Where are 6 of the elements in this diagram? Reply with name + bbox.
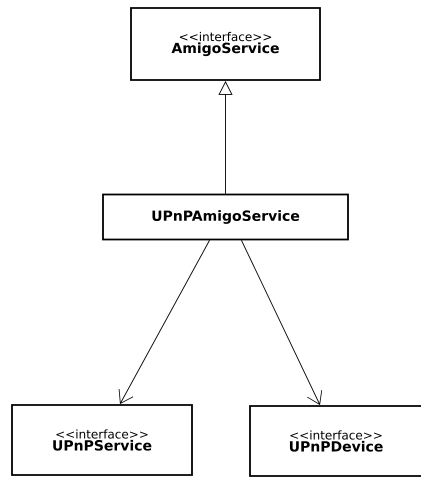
arrow <box>241 240 322 406</box>
arrow <box>118 240 210 404</box>
class-box: <<interface>> UPnPService <box>11 404 193 476</box>
class-box: <<interface>> AmigoService <box>130 7 321 81</box>
class-box: UPnPAmigoService <box>102 194 349 240</box>
class-box: <<interface>> UPnPDevice <box>249 405 421 477</box>
